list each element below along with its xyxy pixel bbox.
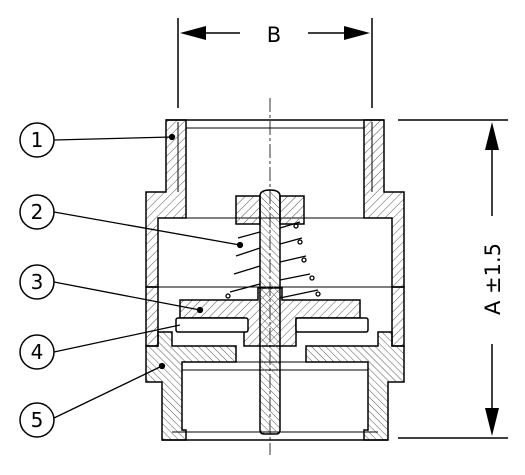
leader-lines bbox=[53, 133, 241, 419]
dim-b-arrow-right bbox=[344, 26, 370, 40]
valve-stem bbox=[259, 189, 281, 435]
callout-5: 5 bbox=[19, 402, 55, 438]
seal-ring bbox=[175, 317, 369, 333]
callout-3-label: 3 bbox=[31, 270, 44, 294]
callout-1: 1 bbox=[19, 122, 55, 158]
callout-5-label: 5 bbox=[31, 408, 44, 432]
dim-a-arrow-top bbox=[485, 122, 499, 150]
callout-4-label: 4 bbox=[31, 340, 44, 364]
dim-a-label: A ±1.5 bbox=[481, 243, 505, 315]
callout-1-label: 1 bbox=[31, 128, 44, 152]
callout-3: 3 bbox=[19, 264, 55, 300]
dim-b-arrow-left bbox=[180, 26, 206, 40]
callout-2: 2 bbox=[19, 194, 55, 230]
guide-bushing bbox=[235, 195, 305, 225]
spring bbox=[225, 221, 321, 299]
callout-4: 4 bbox=[19, 334, 55, 370]
dim-b-label: B bbox=[267, 23, 281, 47]
dim-a-arrow-bottom bbox=[485, 408, 499, 436]
dimension-a bbox=[398, 119, 508, 439]
dimension-b bbox=[177, 18, 373, 108]
callout-2-label: 2 bbox=[31, 200, 44, 224]
